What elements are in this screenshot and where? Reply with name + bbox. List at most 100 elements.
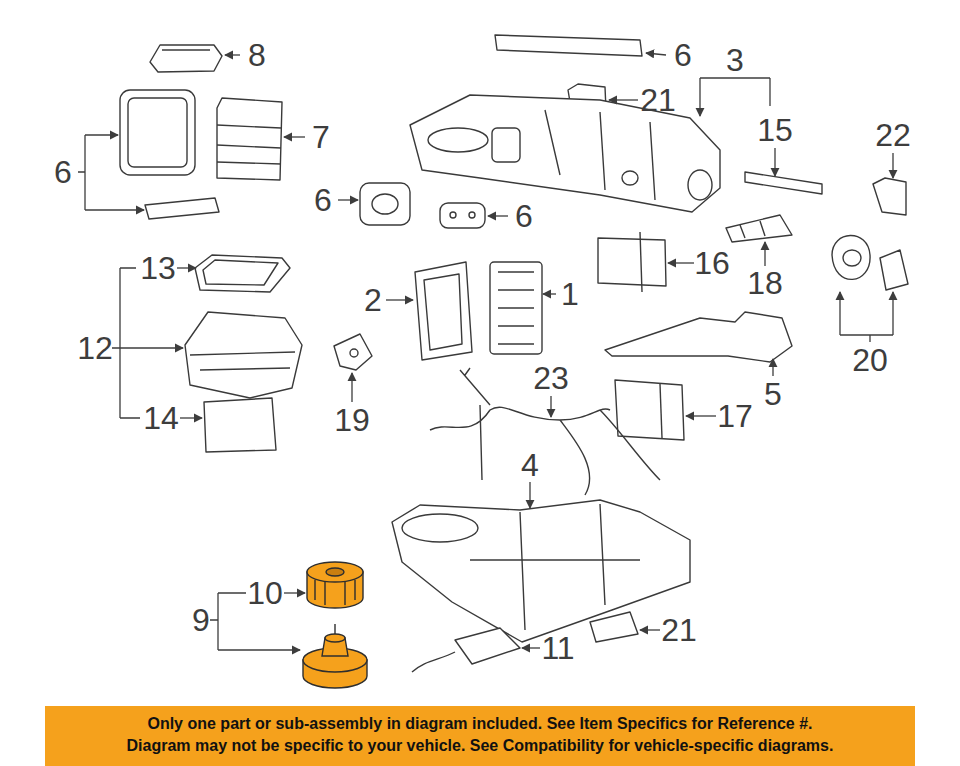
part-outlines bbox=[120, 35, 908, 672]
callout-number: 4 bbox=[521, 449, 539, 481]
leader-line bbox=[769, 78, 770, 106]
part-outline bbox=[745, 172, 822, 194]
part-outline bbox=[412, 652, 455, 672]
callout-number: 6 bbox=[515, 200, 533, 232]
leader-line bbox=[609, 99, 638, 100]
part-outline bbox=[402, 514, 478, 542]
part-outline bbox=[590, 612, 638, 642]
notice-text: Only one part or sub-assembly in diagram… bbox=[53, 713, 907, 735]
part-outline bbox=[415, 262, 472, 360]
leader-line bbox=[700, 77, 770, 78]
part-outline bbox=[440, 203, 485, 228]
leader-line bbox=[85, 209, 144, 210]
part-outline bbox=[145, 198, 219, 219]
part-outline bbox=[545, 110, 655, 200]
leader-line bbox=[218, 649, 300, 650]
leader-lines bbox=[78, 53, 893, 650]
callout-number: 2 bbox=[364, 284, 382, 316]
leader-line bbox=[892, 153, 893, 178]
callout-number: 8 bbox=[248, 39, 266, 71]
leader-line bbox=[488, 215, 508, 216]
part-outline bbox=[128, 98, 187, 167]
blower-part bbox=[307, 562, 363, 582]
blower-part bbox=[325, 634, 345, 642]
part-outline bbox=[190, 352, 295, 370]
part-outline bbox=[460, 368, 490, 405]
part-outline bbox=[217, 125, 281, 164]
part-outline bbox=[470, 504, 640, 630]
callout-number: 15 bbox=[757, 114, 793, 146]
part-outline bbox=[605, 312, 792, 362]
part-outline bbox=[334, 334, 372, 370]
part-outline bbox=[492, 128, 520, 162]
part-outline bbox=[688, 170, 712, 200]
part-outline bbox=[640, 232, 642, 292]
callout-number: 21 bbox=[640, 84, 676, 116]
part-outline bbox=[622, 171, 638, 185]
part-outline bbox=[832, 235, 870, 279]
leader-line bbox=[85, 134, 118, 135]
callout-number: 19 bbox=[334, 404, 370, 436]
part-outline bbox=[203, 260, 278, 285]
leader-line bbox=[351, 373, 352, 402]
leader-line bbox=[869, 335, 870, 342]
leader-line bbox=[668, 262, 694, 263]
leader-line bbox=[774, 148, 775, 176]
callout-number: 6 bbox=[674, 39, 692, 71]
part-outline bbox=[428, 128, 488, 152]
leader-line bbox=[550, 396, 551, 417]
leader-line bbox=[529, 482, 530, 508]
part-outline bbox=[660, 384, 662, 438]
leader-line bbox=[522, 647, 540, 648]
part-outline bbox=[372, 194, 398, 214]
callout-number: 13 bbox=[140, 252, 176, 284]
part-outline bbox=[424, 274, 462, 350]
leader-line bbox=[892, 292, 893, 335]
part-outline bbox=[185, 312, 302, 398]
callout-number: 5 bbox=[764, 378, 782, 410]
leader-line bbox=[386, 299, 413, 300]
callout-number: 16 bbox=[694, 247, 730, 279]
callout-number: 22 bbox=[875, 119, 911, 151]
leader-line bbox=[225, 54, 240, 55]
callout-number: 18 bbox=[747, 267, 783, 299]
callout-number: 17 bbox=[717, 400, 753, 432]
part-outline bbox=[498, 272, 534, 344]
part-outline bbox=[150, 45, 222, 72]
callout-number: 6 bbox=[54, 156, 72, 188]
part-outline bbox=[726, 215, 792, 242]
leader-line bbox=[338, 199, 358, 200]
callout-number: 7 bbox=[312, 121, 330, 153]
leader-line bbox=[78, 135, 85, 210]
part-outline bbox=[350, 349, 358, 357]
leader-line bbox=[284, 592, 305, 593]
callout-number: 20 bbox=[852, 344, 888, 376]
leader-line bbox=[284, 136, 305, 137]
notice-text: Diagram may not be specific to your vehi… bbox=[53, 735, 907, 757]
callout-number: 6 bbox=[314, 184, 332, 216]
part-outline bbox=[469, 212, 475, 218]
part-outline bbox=[360, 183, 410, 225]
blower-part bbox=[326, 568, 344, 576]
leader-line bbox=[686, 415, 716, 416]
leader-line bbox=[640, 629, 660, 630]
leader-line bbox=[840, 334, 893, 335]
part-outline bbox=[843, 250, 861, 266]
part-outline bbox=[495, 35, 642, 56]
part-outline bbox=[120, 90, 195, 175]
part-outline bbox=[873, 178, 906, 215]
callout-number: 12 bbox=[77, 332, 113, 364]
leader-line bbox=[699, 78, 700, 116]
blower-parts bbox=[303, 562, 367, 688]
part-outline bbox=[615, 380, 684, 440]
notice-banner: Only one part or sub-assembly in diagram… bbox=[45, 706, 915, 766]
leader-line bbox=[543, 293, 556, 294]
part-outline bbox=[162, 49, 210, 50]
leader-line bbox=[772, 359, 773, 376]
leader-line bbox=[646, 53, 666, 55]
callout-number: 23 bbox=[533, 362, 569, 394]
part-outline bbox=[430, 405, 660, 495]
part-outline bbox=[455, 628, 520, 664]
callout-number: 9 bbox=[192, 604, 210, 636]
